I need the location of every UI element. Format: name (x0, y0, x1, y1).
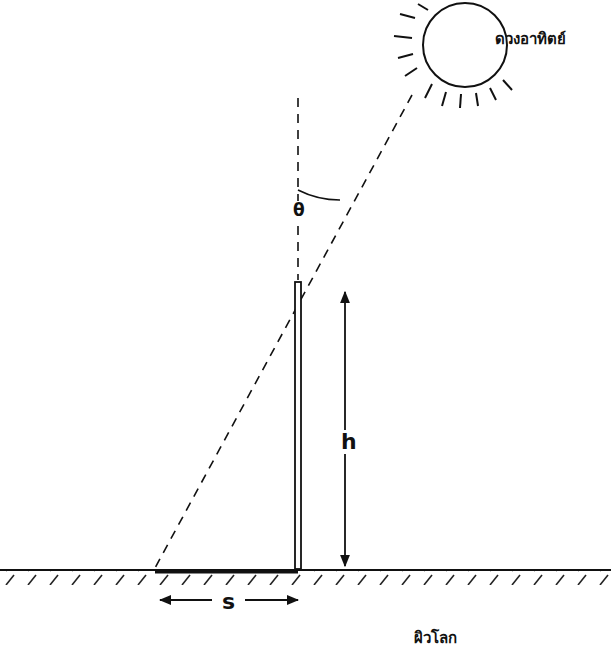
shadow-length-label: s (220, 590, 237, 614)
angle-arc (298, 190, 340, 200)
ground-hatching (0, 571, 611, 585)
ground-line (0, 569, 611, 571)
sun-symbol (394, 3, 512, 108)
pole (295, 282, 301, 569)
earth-surface-label: ผิวโลก (412, 630, 459, 647)
height-label: h (339, 430, 359, 454)
shadow-line (155, 571, 298, 574)
height-arrow (344, 292, 346, 566)
shadow-arrow (160, 599, 212, 601)
sun-label: ดวงอาทิตย์ (493, 31, 568, 48)
sun-ray (155, 95, 412, 568)
shadow-arrow (245, 599, 298, 601)
angle-symbol: θ (291, 201, 307, 220)
vertical-reference (297, 98, 299, 280)
